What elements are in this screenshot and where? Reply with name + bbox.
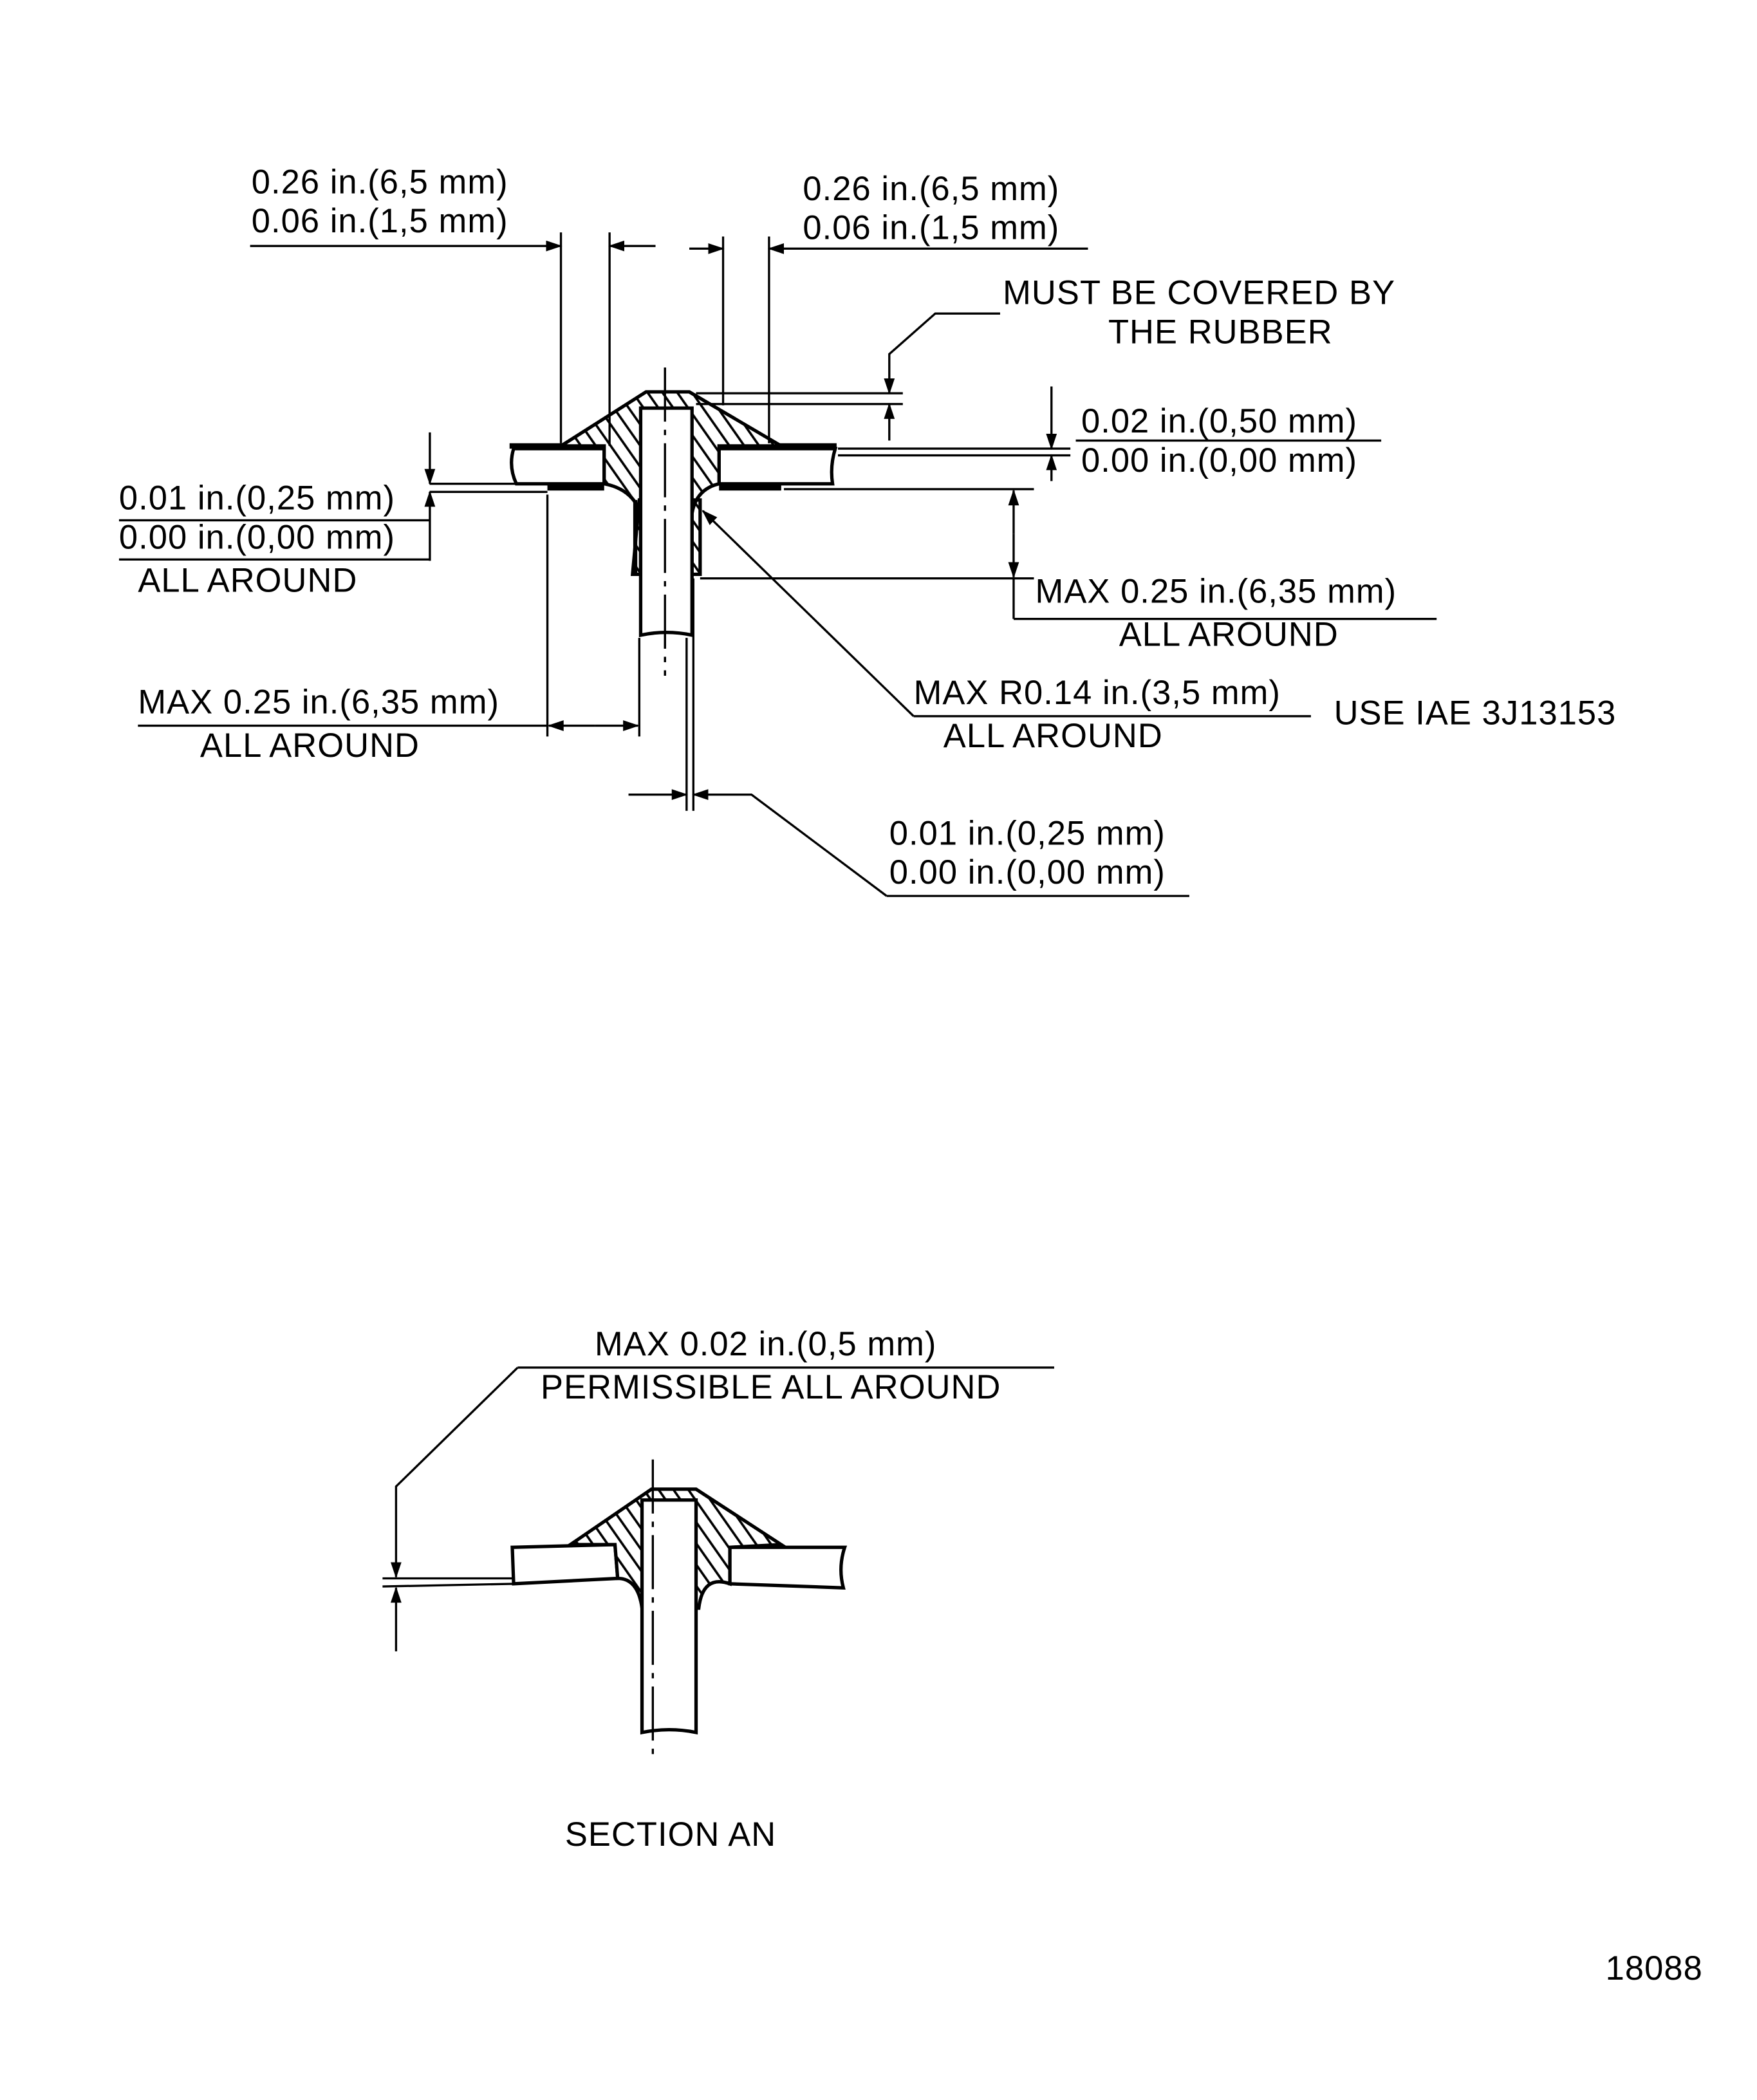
rivet-shank <box>638 406 694 638</box>
section-caption: SECTION AN <box>565 1816 776 1854</box>
rubber-under-right <box>719 483 781 491</box>
tilt-line1: MAX 0.02 in.(0,5 mm) <box>595 1325 936 1363</box>
right-width-line1: 0.26 in.(6,5 mm) <box>803 170 1059 208</box>
left-max-line2: ALL AROUND <box>200 727 420 765</box>
radius-dimension: MAX R0.14 in.(3,5 mm) ALL AROUND USE IAE… <box>702 510 1617 755</box>
rubber-note-line1: MUST BE COVERED BY <box>1003 274 1395 311</box>
left-gap-line2: 0.00 in.(0,00 mm) <box>119 518 395 556</box>
rubber-coverage-note: MUST BE COVERED BY THE RUBBER <box>696 274 1395 441</box>
figure-number: 18088 <box>1606 1949 1703 1987</box>
tilt-dimension: MAX 0.02 in.(0,5 mm) PERMISSIBLE ALL ARO… <box>382 1325 1054 1651</box>
section-rivet-shank <box>640 1498 698 1735</box>
sealant-note: USE IAE 3J13153 <box>1334 694 1617 732</box>
top-gap-dimension: 0.02 in.(0,50 mm) 0.00 in.(0,00 mm) <box>838 386 1382 481</box>
rubber-under-left <box>547 483 604 491</box>
left-width-line1: 0.26 in.(6,5 mm) <box>252 163 508 201</box>
left-width-dimension: 0.26 in.(6,5 mm) 0.06 in.(1,5 mm) <box>250 163 656 446</box>
right-width-dimension: 0.26 in.(6,5 mm) 0.06 in.(1,5 mm) <box>689 170 1088 443</box>
right-max-line2: ALL AROUND <box>1119 616 1339 654</box>
shank-gap-line1: 0.01 in.(0,25 mm) <box>889 814 1166 852</box>
rubber-note-line2: THE RUBBER <box>1108 313 1333 351</box>
left-gap-line1: 0.01 in.(0,25 mm) <box>119 479 395 517</box>
left-plate <box>510 447 606 486</box>
left-max-dimension: MAX 0.25 in.(6,35 mm) ALL AROUND <box>138 494 641 765</box>
right-plate <box>717 447 838 486</box>
section-right-plate <box>728 1545 848 1590</box>
top-rivet-assembly <box>509 367 838 676</box>
right-max-dimension: MAX 0.25 in.(6,35 mm) ALL AROUND <box>700 488 1437 654</box>
right-width-line2: 0.06 in.(1,5 mm) <box>803 209 1059 247</box>
left-width-line2: 0.06 in.(1,5 mm) <box>252 202 508 240</box>
section-left-plate <box>510 1543 620 1586</box>
top-gap-line2: 0.00 in.(0,00 mm) <box>1081 441 1357 479</box>
left-gap-line3: ALL AROUND <box>138 562 357 600</box>
shank-gap-line2: 0.00 in.(0,00 mm) <box>889 853 1166 891</box>
right-max-line1: MAX 0.25 in.(6,35 mm) <box>1036 572 1397 610</box>
tilt-line2: PERMISSIBLE ALL AROUND <box>541 1368 1001 1406</box>
top-gap-line1: 0.02 in.(0,50 mm) <box>1081 402 1357 440</box>
left-gap-dimension: 0.01 in.(0,25 mm) 0.00 in.(0,00 mm) ALL … <box>119 432 548 600</box>
shank-gap-dimension: 0.01 in.(0,25 mm) 0.00 in.(0,00 mm) <box>628 578 1189 897</box>
radius-line1: MAX R0.14 in.(3,5 mm) <box>914 674 1281 712</box>
radius-line2: ALL AROUND <box>944 717 1163 755</box>
section-rivet-assembly <box>510 1459 848 1760</box>
left-max-line1: MAX 0.25 in.(6,35 mm) <box>138 683 499 721</box>
